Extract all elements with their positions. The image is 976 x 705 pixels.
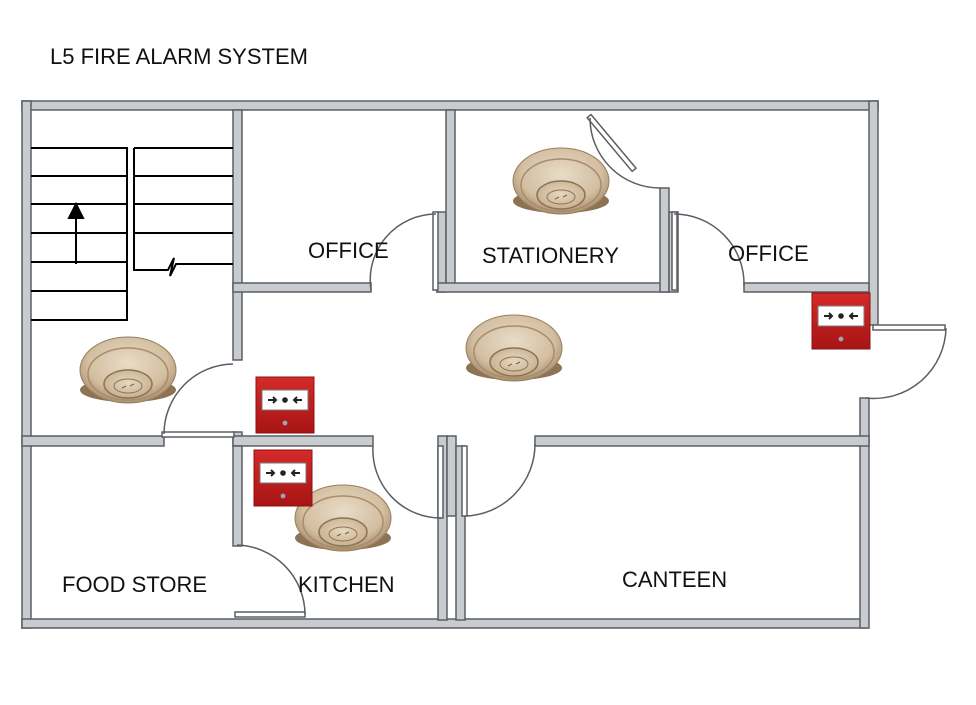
room-label-canteen: CANTEEN — [622, 567, 728, 592]
doors — [161, 113, 947, 618]
room-label-office-left: OFFICE — [308, 238, 389, 263]
room-label-kitchen: KITCHEN — [298, 572, 395, 597]
room-label-office-right: OFFICE — [728, 241, 809, 266]
smoke-detector-icon — [465, 314, 563, 382]
diagram-title: L5 FIRE ALARM SYSTEM — [50, 44, 308, 69]
room-label-food-store: FOOD STORE — [62, 572, 208, 597]
walls — [21, 100, 879, 629]
manual-call-point-icon — [253, 449, 313, 507]
smoke-detector-icon — [79, 336, 177, 404]
staircase — [31, 147, 233, 321]
smoke-detector-icon — [512, 147, 610, 215]
manual-call-point-icon — [255, 376, 315, 434]
manual-call-point-icon — [811, 292, 871, 350]
room-label-stationery: STATIONERY — [482, 243, 619, 268]
